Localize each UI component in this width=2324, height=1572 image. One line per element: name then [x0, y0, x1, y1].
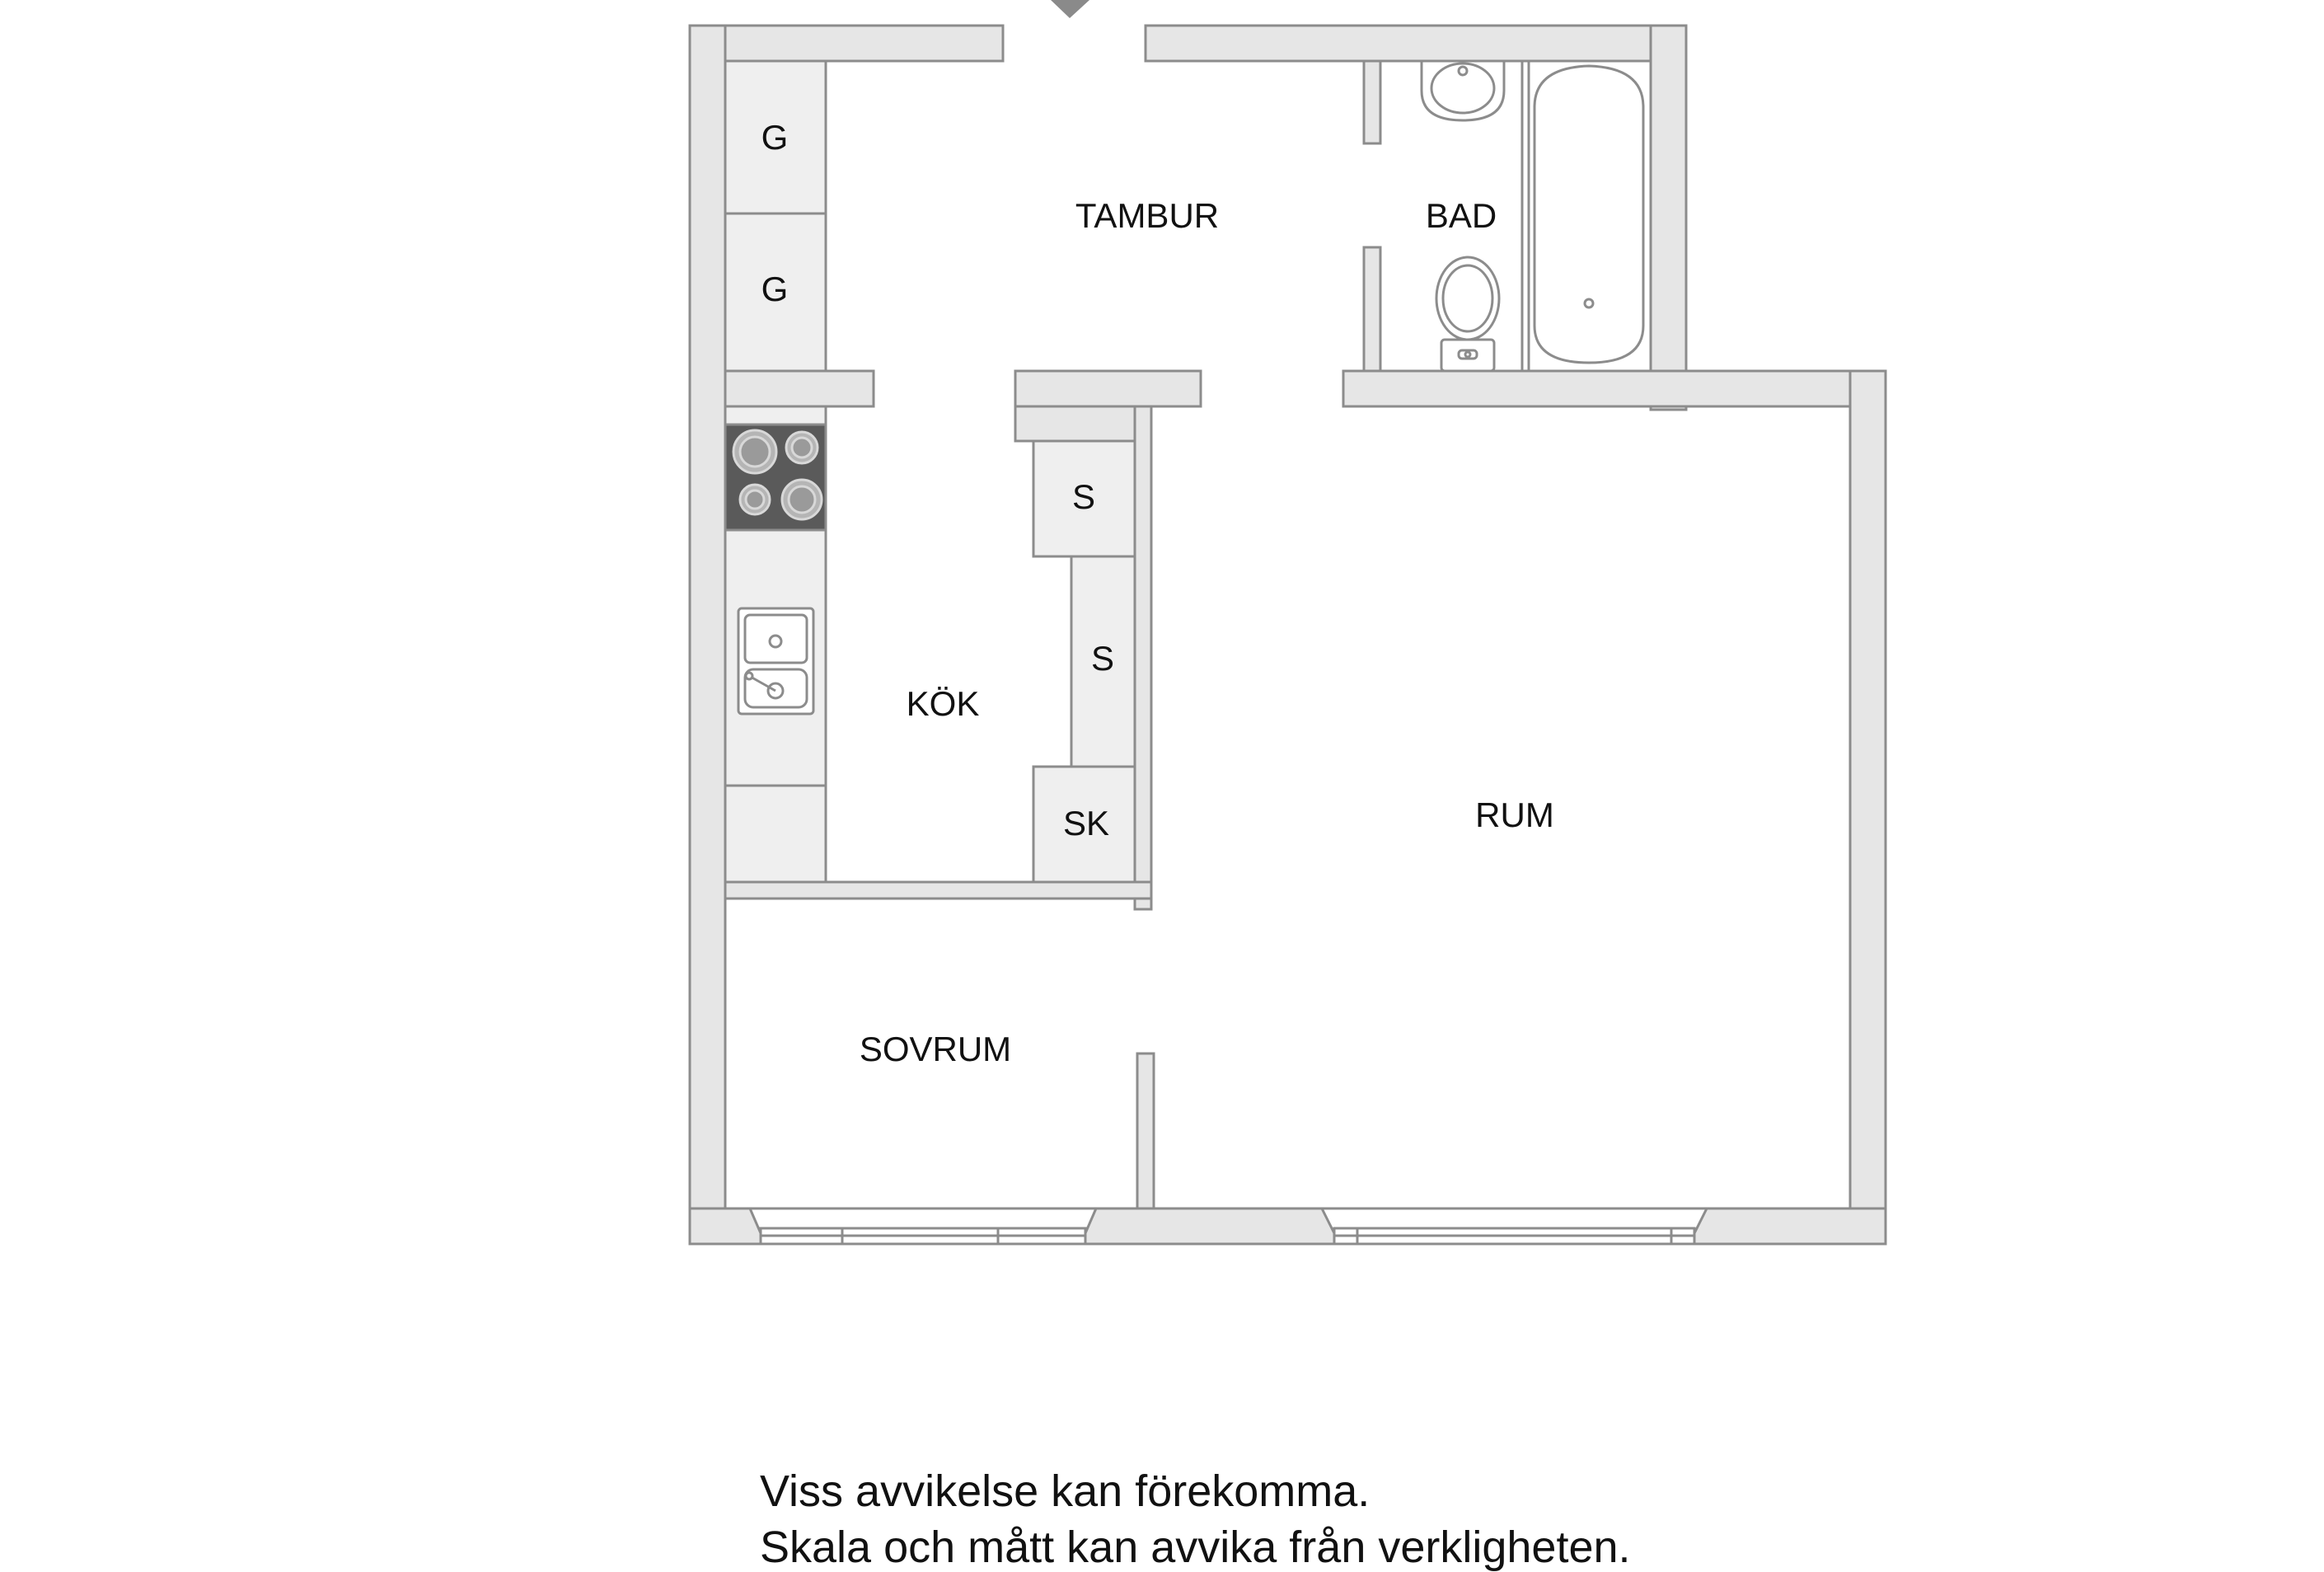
wall-left	[688, 24, 727, 1246]
counter-bottom	[724, 784, 827, 884]
disclaimer-line-1: Viss avvikelse kan förekomma.	[760, 1466, 1371, 1516]
cabinet-s-1	[1032, 439, 1136, 558]
wall-top-right	[1144, 24, 1688, 63]
burner-icon	[738, 435, 771, 468]
windows	[747, 1207, 1709, 1246]
wall-right	[1848, 369, 1887, 1246]
burner-icon	[790, 436, 813, 459]
fixture-label-g-2: G	[761, 270, 789, 308]
fixture-label-s-2: S	[1091, 639, 1114, 678]
wall-bath-right	[1649, 24, 1688, 411]
room-label-bad: BAD	[1426, 196, 1497, 235]
wall-bath-left-lower	[1362, 246, 1382, 373]
disclaimer-line-2: Skala och mått kan avvika från verklighe…	[760, 1523, 1631, 1572]
wall-sovrum-rum	[1136, 1052, 1155, 1210]
stove-burners	[732, 429, 823, 521]
wardrobe-g-1	[724, 59, 827, 215]
entrance-marker	[1051, 0, 1089, 18]
burner-icon	[744, 489, 766, 510]
counter-top-strip	[724, 405, 827, 426]
room-label-rum: RUM	[1475, 795, 1554, 834]
fixture-label-g-1: G	[761, 118, 789, 157]
room-label-tambur: TAMBUR	[1075, 196, 1219, 235]
room-label-sovrum: SOVRUM	[860, 1030, 1011, 1068]
wall-sovrum-top	[724, 880, 1153, 900]
sink-icon	[737, 607, 815, 716]
bathtub-icon	[1527, 59, 1652, 373]
wall-wardrobe-bottom	[724, 369, 875, 408]
wall-kitchen-top	[1014, 369, 1202, 408]
wall-bath-left-upper	[1362, 59, 1382, 145]
washbasin-icon	[1420, 59, 1506, 122]
bathroom-fixtures	[1420, 59, 1652, 373]
wardrobe-g-2	[724, 212, 827, 373]
cabinet-sk	[1032, 765, 1136, 884]
wall-rum-top	[1342, 369, 1887, 408]
fixture-label-s-1: S	[1072, 477, 1095, 516]
wall-kitchen-nook	[1014, 405, 1153, 443]
fixture-label-sk: SK	[1063, 804, 1109, 842]
room-label-kok: KÖK	[907, 684, 980, 723]
wall-kitchen-right	[1133, 405, 1153, 911]
wall-top-left	[688, 24, 1005, 63]
toilet-icon	[1435, 256, 1501, 373]
burner-icon	[787, 485, 817, 514]
